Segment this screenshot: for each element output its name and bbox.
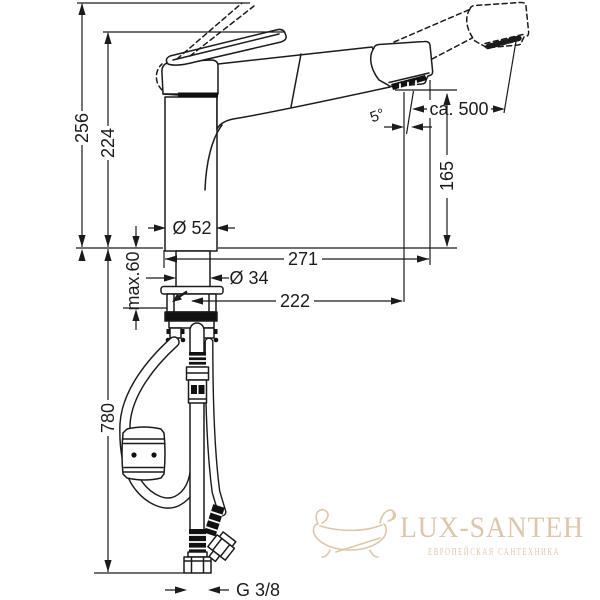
pullout-hose-loop xyxy=(119,336,202,509)
dimension-lines xyxy=(76,2,517,591)
dim-hose-reach-label: 222 xyxy=(280,291,310,311)
outlet-tilt-line xyxy=(405,90,415,135)
extended-aerator-dashed xyxy=(485,35,523,50)
supply-hose-right xyxy=(204,337,227,517)
faucet-body-column xyxy=(164,96,218,252)
housing-chin-line xyxy=(162,93,179,96)
lever-raised-dashed xyxy=(176,2,255,60)
dim-body-dia-label: Ø 52 xyxy=(172,218,211,238)
dim-outlet-height-label: 165 xyxy=(437,161,457,191)
pullout-extension-dashed-lines xyxy=(393,7,479,60)
ext-line-extended-head xyxy=(503,40,517,114)
quick-connect-coupling xyxy=(185,352,210,404)
dimension-labels: 256 224 780 max.60 165 271 222 Ø 52 Ø 34… xyxy=(72,99,489,600)
spray-head-face-line xyxy=(388,72,430,84)
lever-top-edge xyxy=(172,33,280,61)
spout-arm xyxy=(216,46,391,130)
cartridge-housing xyxy=(161,59,219,95)
watermark-bathtub-icon xyxy=(312,508,397,558)
spray-head xyxy=(369,40,434,91)
housing-raised-dashed-arc xyxy=(155,63,163,91)
watermark-tagline-text: ЕВРОПЕЙСКАЯ САНТЕХНИКА xyxy=(428,546,560,558)
housing-joint-band xyxy=(178,92,218,98)
watermark-brand-text: LUX-SANTEH xyxy=(400,511,584,544)
dim-total-height-label: 256 xyxy=(72,113,92,143)
watermark: LUX-SANTEH ЕВРОПЕЙСКАЯ САНТЕХНИКА xyxy=(312,508,584,558)
extended-head-face-line xyxy=(484,33,526,45)
faucet-outline xyxy=(161,28,434,252)
hose-exit-arrowhead xyxy=(172,293,182,302)
hose-fittings xyxy=(183,352,237,574)
hose-weight xyxy=(121,426,166,481)
escutcheon-plate xyxy=(160,285,224,295)
dimension-arrowheads xyxy=(78,3,505,594)
base-block-inner-lines xyxy=(173,294,210,312)
dim-max-counter-label: max.60 xyxy=(123,251,143,310)
dim-reach-label: 271 xyxy=(288,249,318,269)
seal-ring-band xyxy=(164,311,218,322)
connector-right-crimp xyxy=(204,504,225,537)
dim-hose-drop-label: 780 xyxy=(98,403,118,433)
dim-swivel-angle-label: 5° xyxy=(368,105,387,126)
dim-shank-dia-label: Ø 34 xyxy=(229,268,268,288)
g38-connector-center xyxy=(183,529,212,574)
dashed-positions xyxy=(155,1,530,91)
mounting-shank xyxy=(175,250,211,288)
dim-thread-label: G 3/8 xyxy=(236,580,280,600)
hoses xyxy=(119,322,227,541)
aerator-notches xyxy=(399,80,417,91)
spout-joint-line xyxy=(290,53,302,108)
dim-body-height-label: 224 xyxy=(98,128,118,158)
spout-body-fillet xyxy=(204,124,223,191)
connector-right-nut xyxy=(207,531,237,563)
pullout-head-extended-dashed xyxy=(465,1,530,50)
dim-pullout-length-label: ca. 500 xyxy=(429,99,488,119)
